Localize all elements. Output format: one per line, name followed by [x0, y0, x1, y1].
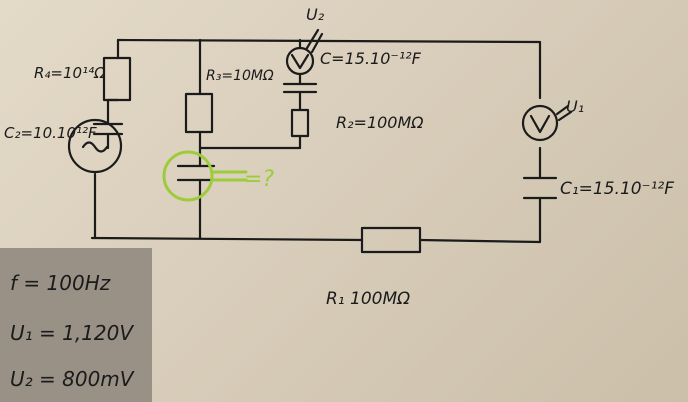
voltmeter-u2	[285, 46, 315, 76]
unknown-highlight	[162, 150, 214, 202]
equals-highlight	[212, 170, 248, 182]
unknown-capacitor	[176, 164, 216, 182]
given-frequency: f = 100Hz	[10, 271, 111, 295]
label-r1: R₁ 100MΩ	[326, 289, 410, 309]
resistor-r4	[102, 56, 132, 102]
ac-source-wave	[81, 141, 109, 153]
label-c2: C₂=10.10¹²F	[4, 124, 97, 142]
given-values-panel	[0, 248, 152, 402]
bottom-wire	[90, 236, 542, 244]
resistor-r2	[290, 108, 310, 138]
label-c1: C₁=15.10⁻¹²F	[560, 179, 674, 199]
label-u2-top: U₂	[306, 5, 325, 24]
given-u2: U₂ = 800mV	[10, 367, 135, 391]
label-r3: R₃=10MΩ	[206, 68, 274, 84]
voltmeter-u1-arrow	[555, 104, 573, 122]
top-wire	[116, 38, 542, 100]
given-u1: U₁ = 1,120V	[10, 321, 134, 345]
resistor-r3	[184, 92, 214, 134]
capacitor-c	[282, 82, 318, 94]
capacitor-c1	[522, 176, 558, 200]
label-c: C=15.10⁻¹²F	[320, 49, 422, 68]
label-r2: R₂=100MΩ	[336, 113, 424, 132]
label-u1: U₁	[566, 97, 584, 116]
voltmeter-u2-symbol	[290, 53, 310, 70]
middle-branch-wire	[198, 38, 302, 240]
label-r4: R₄=10¹⁴Ω	[34, 64, 106, 82]
label-question: =?	[244, 167, 274, 192]
voltmeter-u1	[521, 104, 559, 142]
ac-source	[67, 118, 123, 174]
voltmeter-u2-arrow	[305, 28, 324, 54]
resistor-r1	[360, 226, 422, 254]
voltmeter-u1-symbol	[529, 114, 551, 134]
